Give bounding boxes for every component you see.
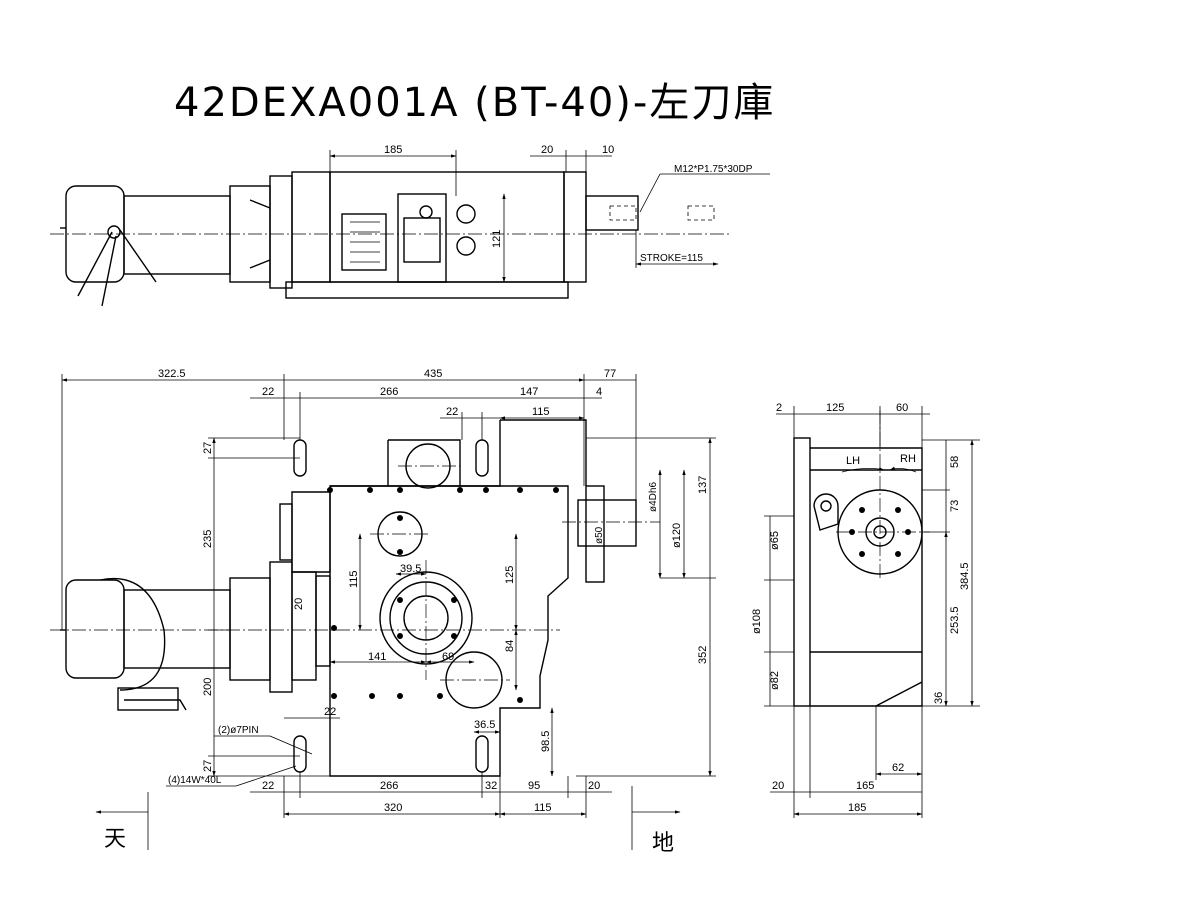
dim-22-pin: 22 — [324, 706, 336, 718]
dim-4: 4 — [596, 386, 602, 398]
dim-39-5: 39.5 — [400, 563, 421, 575]
front-main-plate — [329, 485, 569, 777]
dim-69: 69 — [442, 651, 454, 663]
dim-125: 125 — [504, 566, 516, 584]
housing-flange-top — [291, 171, 331, 283]
dim-phi120: ø120 — [671, 523, 683, 548]
dim-22-slot: 22 — [446, 406, 458, 418]
dim-266: 266 — [380, 386, 398, 398]
dim-115-top: 115 — [532, 406, 550, 418]
dim-top-185: 185 — [384, 144, 402, 156]
side-dim-2: 2 — [776, 402, 782, 414]
slot-lower-right — [475, 735, 489, 773]
side-body — [810, 447, 923, 707]
slot-lower-left — [293, 735, 307, 773]
dim-bottom-32: 32 — [485, 780, 497, 792]
side-dim-62: 62 — [892, 762, 904, 774]
dim-435: 435 — [424, 368, 442, 380]
output-shaft-top — [585, 195, 639, 231]
dim-left-27a: 27 — [202, 442, 214, 454]
dim-bottom-22: 22 — [262, 780, 274, 792]
side-dim-253-5: 253.5 — [949, 606, 961, 634]
dim-322-5: 322.5 — [158, 368, 186, 380]
side-dim-phi65: ø65 — [769, 531, 781, 550]
side-dim-165: 165 — [856, 780, 874, 792]
dim-top-22: 22 — [262, 386, 274, 398]
dim-inner-115: 115 — [348, 570, 360, 588]
slot-upper-right — [475, 439, 489, 477]
motor-top — [60, 175, 293, 307]
bolt-holes — [327, 487, 559, 703]
side-dim-125: 125 — [826, 402, 844, 414]
rotation-rh: RH — [900, 453, 916, 465]
dim-320: 320 — [384, 802, 402, 814]
dim-bottom-266: 266 — [380, 780, 398, 792]
front-view: 322.5 435 77 22 266 147 4 22 115 27 235 … — [50, 368, 716, 856]
direction-sky: 天 — [104, 827, 126, 852]
side-dim-73: 73 — [949, 500, 961, 512]
dim-36-5: 36.5 — [474, 719, 495, 731]
gear-mechanism-top — [341, 193, 476, 283]
note-tap-hole: M12*P1.75*30DP — [674, 164, 753, 175]
motor-front — [60, 491, 331, 711]
side-dim-20: 20 — [772, 780, 784, 792]
dim-bottom-115: 115 — [534, 802, 552, 814]
side-dim-phi108: ø108 — [751, 609, 763, 634]
dim-bottom-95: 95 — [528, 780, 540, 792]
dim-84: 84 — [504, 640, 516, 652]
drawing-title: 42DEXA001A (BT-40)-左刀庫 — [174, 80, 776, 126]
side-dim-36: 36 — [933, 692, 945, 704]
dim-141: 141 — [368, 651, 386, 663]
dim-phi50: ø50 — [594, 526, 605, 544]
side-dim-384-5: 384.5 — [959, 562, 971, 590]
rotation-lh: LH — [846, 455, 860, 467]
dim-top-121: 121 — [491, 230, 503, 248]
direction-ground: 地 — [652, 831, 674, 856]
housing-body-top — [329, 171, 565, 283]
dim-phi40h6: ø4Dh6 — [648, 482, 659, 512]
side-dim-phi82: ø82 — [769, 671, 781, 690]
side-dim-185: 185 — [848, 802, 866, 814]
side-dim-58: 58 — [949, 456, 961, 468]
dim-left-27b: 27 — [202, 760, 214, 772]
dim-inner-20: 20 — [293, 598, 305, 610]
central-bore — [377, 443, 503, 709]
note-slot: (4)14W*40L — [168, 775, 222, 786]
dim-352: 352 — [697, 646, 709, 664]
dim-137: 137 — [697, 476, 709, 494]
top-view: 185 20 10 121 M12*P1.75*30DP STROKE=115 — [50, 144, 770, 307]
dim-235: 235 — [202, 530, 214, 548]
dim-147: 147 — [520, 386, 538, 398]
dim-98-5: 98.5 — [540, 731, 552, 752]
side-dim-60: 60 — [896, 402, 908, 414]
dim-top-10: 10 — [602, 144, 614, 156]
note-stroke: STROKE=115 — [640, 253, 703, 264]
dim-top-20: 20 — [541, 144, 553, 156]
side-view: LH RH 2 125 60 58 73 384.5 253.5 36 ø65 … — [751, 402, 980, 818]
dim-200: 200 — [202, 678, 214, 696]
note-pin: (2)ø7PIN — [218, 725, 259, 736]
dim-77: 77 — [604, 368, 616, 380]
side-flange — [793, 437, 811, 707]
dim-bottom-20: 20 — [588, 780, 600, 792]
